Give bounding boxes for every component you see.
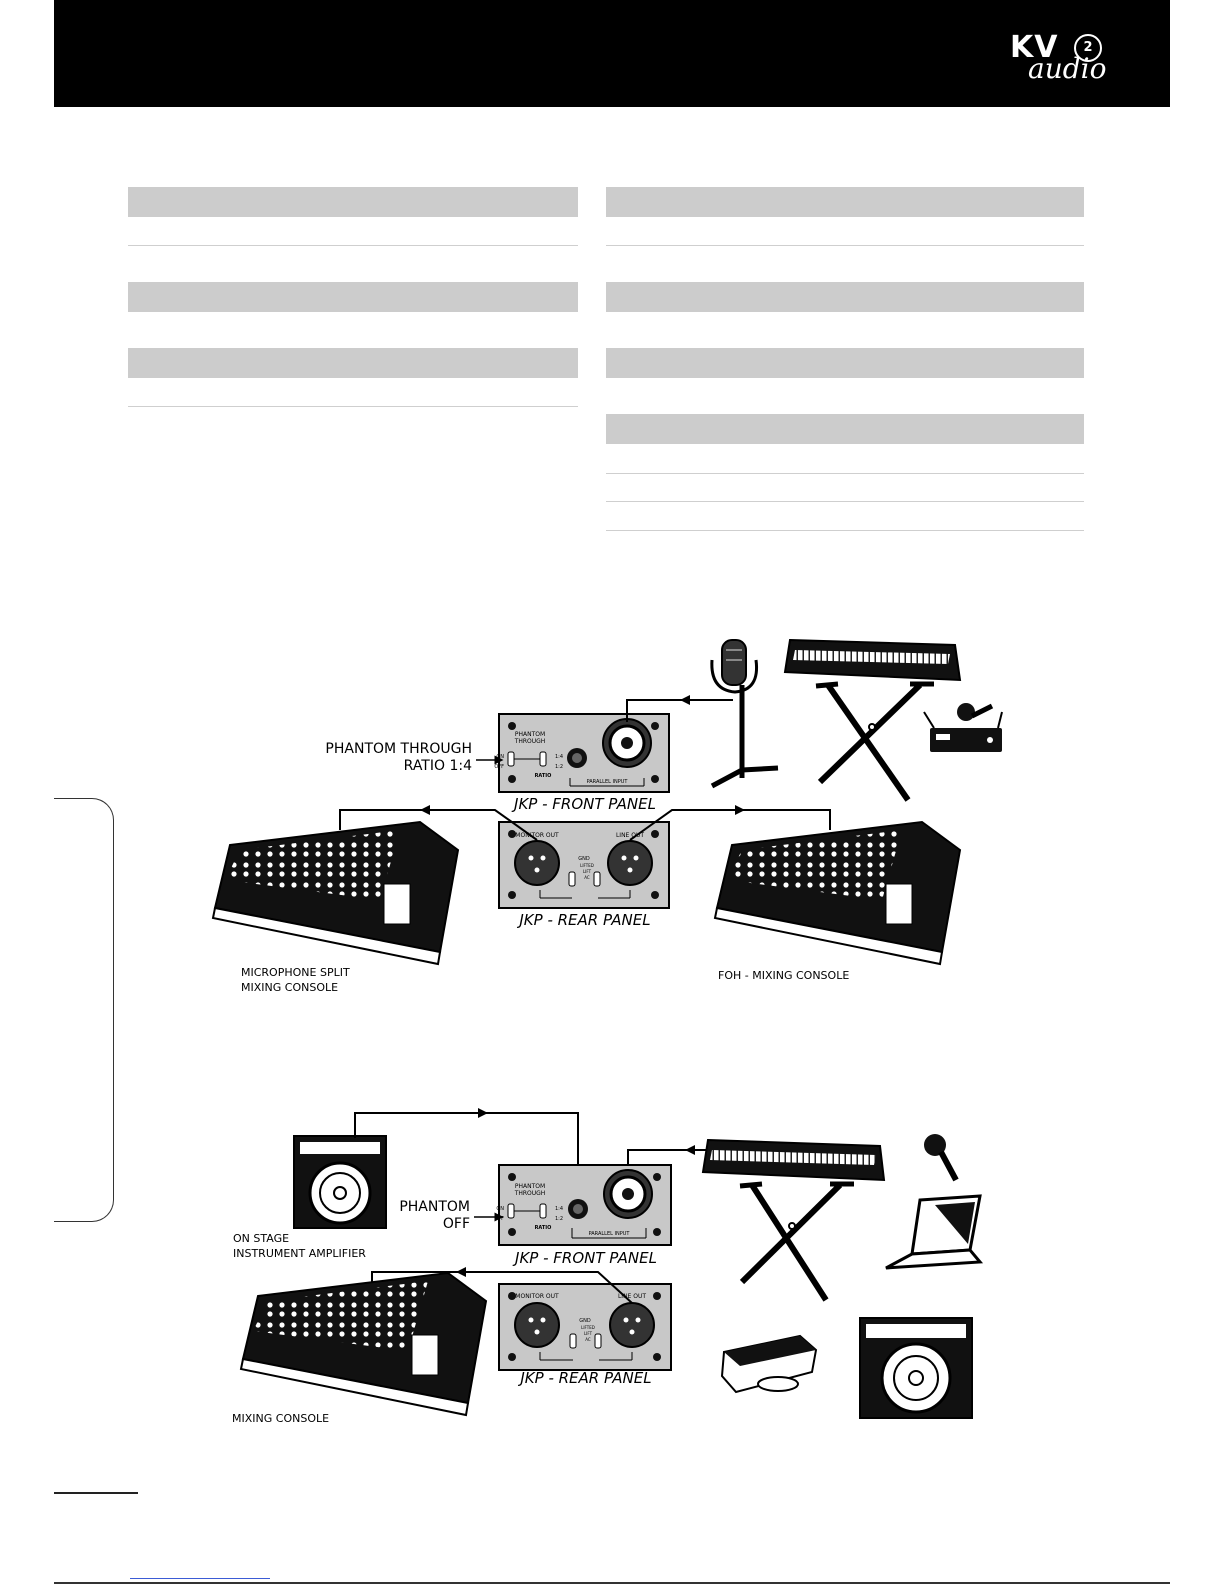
mic-cable: [626, 699, 733, 722]
studio-microphone-icon: [710, 639, 779, 789]
foh-mixing-console-icon: [713, 820, 962, 966]
front-panel-caption: JKP - FRONT PANEL: [511, 795, 656, 813]
amp-line2: INSTRUMENT AMPLIFIER: [233, 1247, 366, 1260]
footer-rule: [54, 1492, 138, 1494]
through-label: THROUGH: [514, 1190, 546, 1197]
gnd-label: GND: [579, 1318, 591, 1324]
monitor-out-label: MONITOR OUT: [515, 832, 559, 839]
gnd-lift-label: LIFT: [583, 869, 592, 874]
gnd-label: GND: [578, 856, 590, 862]
split-console-line1: MICROPHONE SPLIT: [241, 966, 350, 979]
rear-panel-caption: JKP - REAR PANEL: [516, 911, 650, 929]
spec-row-rule: [606, 245, 1084, 246]
keyboard-icon: [701, 1138, 886, 1302]
spec-row-rule: [606, 501, 1084, 502]
through-label: THROUGH: [514, 738, 546, 745]
side-tab: [54, 798, 114, 1222]
footer-link-underline: [130, 1578, 270, 1579]
diagram-2: ON STAGE INSTRUMENT AMPLIFIER: [232, 1108, 984, 1425]
parallel-input-label: PARALLEL INPUT: [587, 779, 629, 785]
jkp-front-panel: PHANTOM THROUGH ON OFF 1:4 1:2 RATIO PAR…: [494, 1164, 672, 1246]
ratio-a-label: 1:4: [555, 754, 563, 760]
ratio-label: RATIO: [535, 773, 552, 779]
kv2-audio-logo: KV 2 audio: [1010, 30, 1107, 85]
spec-band: [606, 187, 1084, 217]
gnd-lifted-label: LIFTED: [581, 1325, 595, 1330]
rear-panel-caption: JKP - REAR PANEL: [517, 1369, 651, 1387]
spec-band: [128, 282, 578, 312]
gnd-lift-label: LIFT: [584, 1331, 593, 1336]
ratio-label: RATIO: [535, 1225, 552, 1231]
callout-line1: PHANTOM THROUGH: [325, 741, 472, 757]
off-label: OFF: [494, 764, 504, 770]
gnd-lifted-label: LIFTED: [580, 863, 594, 868]
jkp-front-panel: PHANTOM THROUGH ON OFF 1:4 1:2 RATIO PAR…: [494, 713, 670, 793]
spec-row-rule: [128, 245, 578, 246]
on-label: ON: [496, 1206, 504, 1212]
callout-line1: PHANTOM: [399, 1199, 470, 1215]
ratio-a-label: 1:4: [555, 1206, 563, 1212]
cd-player-icon: [720, 1334, 818, 1394]
mixing-console-label: MIXING CONSOLE: [232, 1412, 329, 1425]
monitor-out-label: MONITOR OUT: [515, 1293, 559, 1300]
front-panel-caption: JKP - FRONT PANEL: [512, 1249, 657, 1267]
wireless-mic-receiver-icon: [923, 703, 1003, 752]
phantom-label: PHANTOM: [515, 731, 545, 738]
jkp-rear-panel: MONITOR OUT LINE OUT GND LIFTED LIFT AC: [498, 821, 670, 909]
phantom-label: PHANTOM: [515, 1183, 545, 1190]
jkp-rear-panel: MONITOR OUT LINE OUT GND LIFTED LIFT AC: [498, 1283, 672, 1371]
callout-line2: OFF: [443, 1216, 470, 1232]
spec-band: [128, 348, 578, 378]
line-out-cable: [629, 809, 831, 841]
header-bar: [54, 0, 1170, 107]
callout-line2: RATIO 1:4: [404, 758, 472, 774]
ratio-b-label: 1:2: [555, 1216, 563, 1222]
monitor-out-cable: [339, 809, 538, 841]
foh-console-label: FOH - MIXING CONSOLE: [718, 969, 849, 982]
parallel-input-label: PARALLEL INPUT: [589, 1231, 631, 1237]
spec-row-rule: [128, 406, 578, 407]
spec-band: [606, 414, 1084, 444]
spec-row-rule: [606, 473, 1084, 474]
amp-line1: ON STAGE: [233, 1232, 289, 1245]
on-label: ON: [496, 754, 504, 760]
gnd-ac-label: AC: [584, 875, 590, 880]
spec-band: [606, 282, 1084, 312]
keyboard-icon: [783, 638, 962, 802]
line-out-label: LINE OUT: [618, 1293, 646, 1300]
line-out-cable: [371, 1271, 633, 1304]
laptop-icon: [885, 1194, 984, 1270]
gnd-ac-label: AC: [585, 1337, 591, 1342]
split-console-line2: MIXING CONSOLE: [241, 981, 338, 994]
handheld-microphone-icon: [924, 1134, 959, 1182]
spec-band: [128, 187, 578, 217]
amplifier-icon: [859, 1317, 973, 1419]
spec-band: [606, 348, 1084, 378]
split-mixing-console-icon: [211, 820, 460, 966]
instrument-amplifier-icon: [293, 1135, 387, 1229]
diagram-1: PHANTOM THROUGH ON OFF 1:4 1:2 RATIO PAR…: [211, 638, 1003, 994]
page-bottom-rule: [54, 1582, 1170, 1584]
mixing-console-icon: [239, 1271, 488, 1417]
ratio-b-label: 1:2: [555, 764, 563, 770]
spec-row-rule: [606, 530, 1084, 531]
line-out-label: LINE OUT: [616, 832, 644, 839]
amp-cable: [354, 1112, 579, 1200]
